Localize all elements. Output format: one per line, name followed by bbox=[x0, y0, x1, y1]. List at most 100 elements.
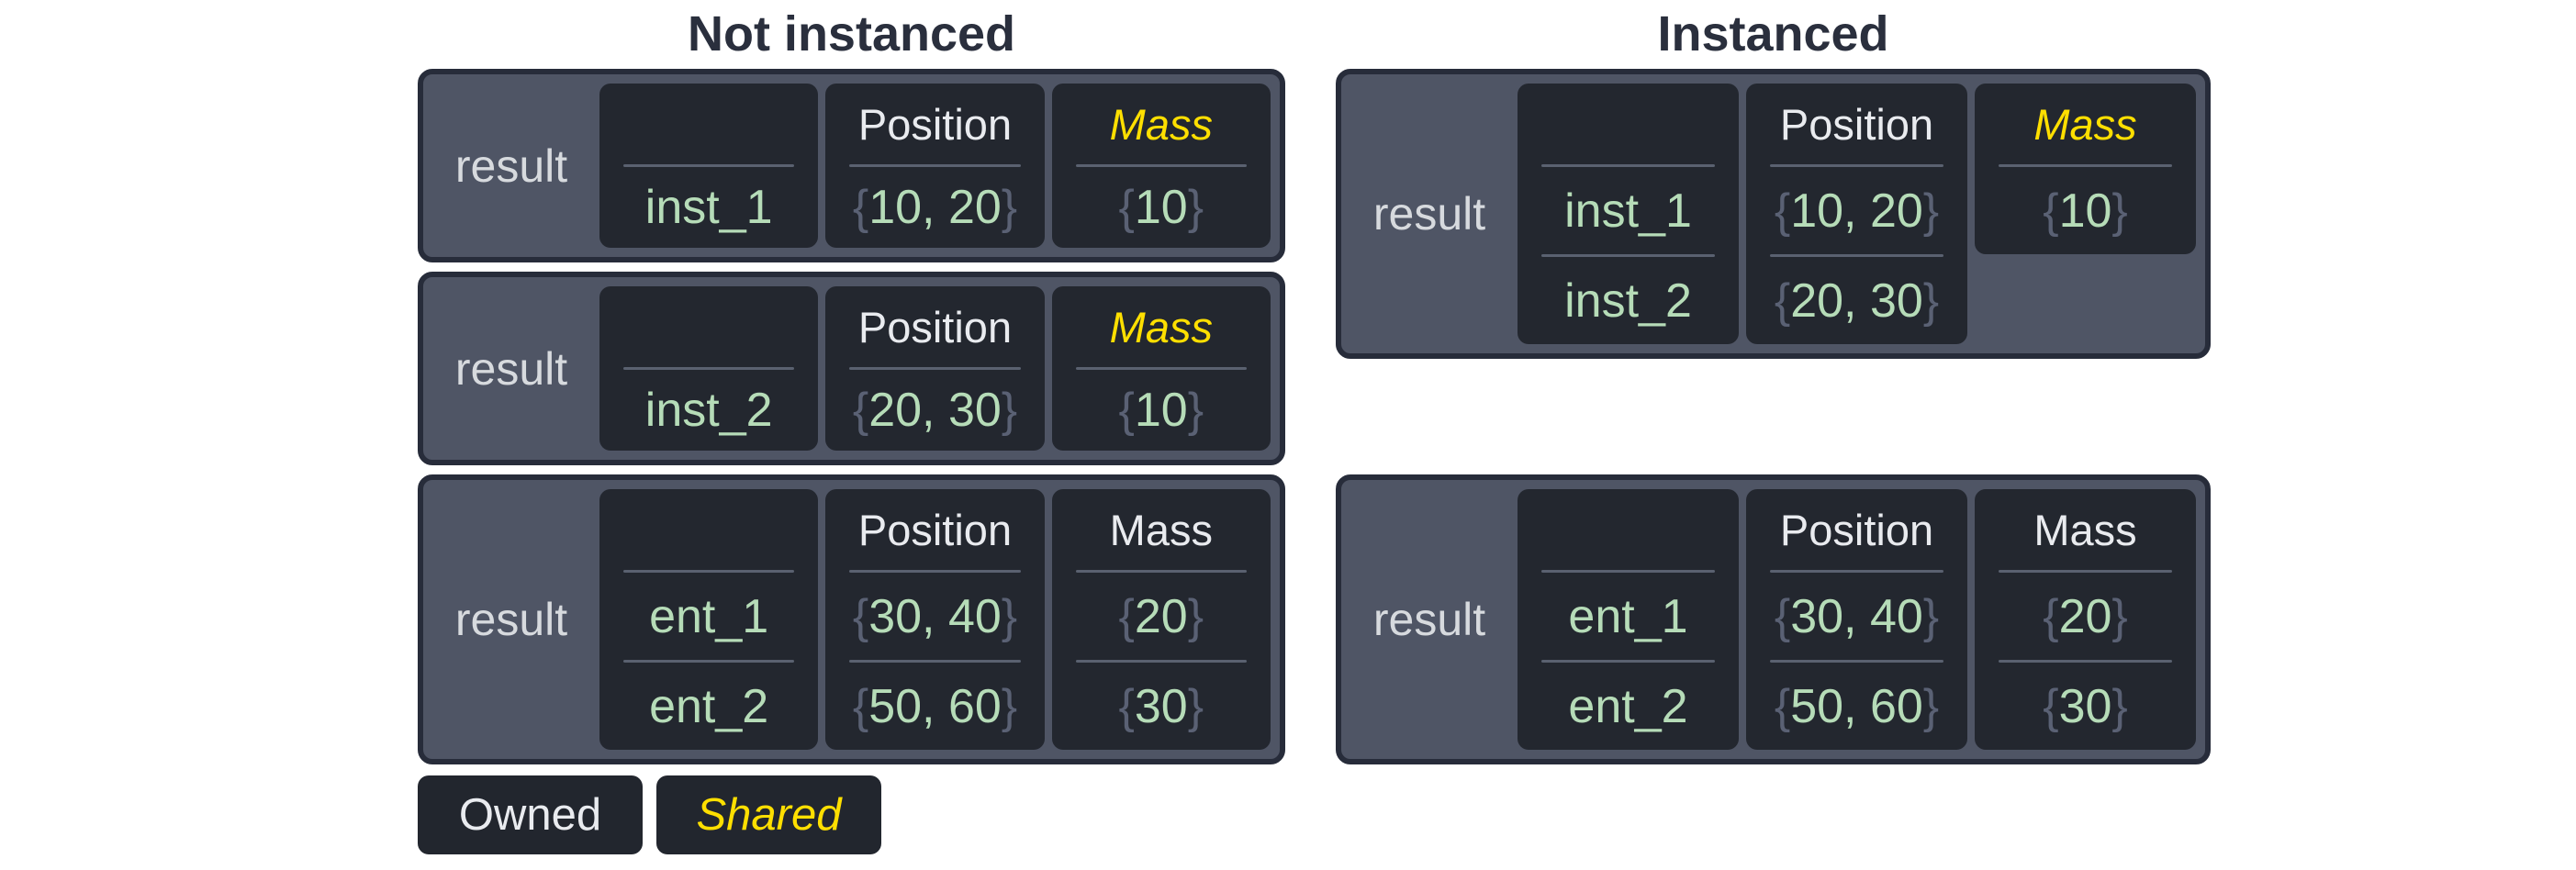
row-divider bbox=[1541, 254, 1715, 257]
legend-owned-label: Owned bbox=[458, 790, 602, 840]
value-text: 10 bbox=[1134, 181, 1188, 234]
entity-name: inst_1 bbox=[1518, 167, 1739, 254]
value-text: 30, 40 bbox=[868, 589, 1002, 643]
header-divider bbox=[1075, 164, 1247, 167]
open-brace: { bbox=[1774, 679, 1791, 733]
open-brace: { bbox=[2043, 679, 2059, 733]
entity-name-text: ent_2 bbox=[649, 679, 769, 733]
open-brace: { bbox=[1118, 589, 1135, 643]
entity-name-text: inst_1 bbox=[644, 181, 773, 234]
row-divider bbox=[1999, 660, 2172, 663]
entity-name-column: inst_1 bbox=[599, 84, 819, 248]
mass-value: {20} bbox=[1052, 573, 1271, 660]
position-column: Position {30, 40} {50, 60} bbox=[825, 489, 1045, 750]
value-text: 50, 60 bbox=[1790, 679, 1923, 733]
entity-name-text: inst_2 bbox=[1564, 273, 1692, 328]
position-value: {20, 30} bbox=[825, 370, 1044, 451]
position-value: {50, 60} bbox=[1746, 663, 1967, 750]
mass-column: Mass {20} {30} bbox=[1975, 489, 2196, 750]
header-divider bbox=[1770, 570, 1943, 573]
close-brace: } bbox=[1922, 679, 1940, 733]
column-header-blank bbox=[1518, 489, 1739, 570]
open-brace: { bbox=[1774, 589, 1791, 643]
close-brace: } bbox=[1001, 679, 1018, 733]
entity-name-text: inst_2 bbox=[644, 384, 773, 437]
mass-value: {10} bbox=[1975, 167, 2196, 254]
close-brace: } bbox=[1187, 589, 1204, 643]
entity-name-column: inst_2 bbox=[599, 286, 819, 451]
open-brace: { bbox=[1774, 273, 1791, 328]
position-header: Position bbox=[857, 505, 1013, 554]
header-divider bbox=[623, 164, 795, 167]
result-table-instanced: result inst_1 inst_2 Position {10, 20} {… bbox=[1336, 69, 2211, 359]
entity-name: ent_2 bbox=[599, 663, 818, 750]
value-text: 10 bbox=[2058, 184, 2112, 238]
value-text: 10, 20 bbox=[868, 181, 1002, 234]
header-divider bbox=[623, 367, 795, 370]
open-brace: { bbox=[2043, 589, 2059, 643]
position-header: Position bbox=[857, 302, 1013, 351]
mass-value: {30} bbox=[1052, 663, 1271, 750]
open-brace: { bbox=[852, 679, 869, 733]
entity-name: inst_1 bbox=[599, 167, 818, 248]
value-text: 10, 20 bbox=[1790, 184, 1923, 238]
position-column: Position {10, 20} {20, 30} bbox=[1746, 84, 1967, 344]
value-text: 50, 60 bbox=[868, 679, 1002, 733]
position-header: Position bbox=[1779, 99, 1934, 149]
position-value: {20, 30} bbox=[1746, 257, 1967, 344]
close-brace: } bbox=[1187, 181, 1204, 234]
value-text: 20, 30 bbox=[868, 384, 1002, 437]
mass-column-shared-single: Mass {10} bbox=[1975, 84, 2196, 254]
open-brace: { bbox=[1118, 181, 1135, 234]
header-divider bbox=[1541, 570, 1715, 573]
header-divider bbox=[849, 570, 1021, 573]
close-brace: } bbox=[2111, 184, 2128, 238]
close-brace: } bbox=[2111, 589, 2128, 643]
mass-header: Mass bbox=[1109, 505, 1213, 554]
open-brace: { bbox=[2043, 184, 2059, 238]
header-divider bbox=[623, 570, 795, 573]
position-column: Position {20, 30} bbox=[825, 286, 1045, 451]
row-divider bbox=[1770, 660, 1943, 663]
entity-name: ent_1 bbox=[599, 573, 818, 660]
value-text: 20 bbox=[2058, 589, 2112, 643]
mass-column: Mass {10} bbox=[1051, 84, 1271, 248]
row-divider bbox=[623, 660, 795, 663]
position-value: {30, 40} bbox=[1746, 573, 1967, 660]
legend-shared-label: Shared bbox=[696, 790, 842, 840]
mass-value: {30} bbox=[1975, 663, 2196, 750]
column-header-blank bbox=[599, 489, 818, 570]
result-table-inst2: result inst_2 Position {20, 30} Mass {10… bbox=[418, 272, 1285, 465]
header-divider bbox=[849, 367, 1021, 370]
component-cells: inst_1 inst_2 Position {10, 20} {20, 30}… bbox=[1518, 84, 2196, 344]
mass-header-shared: Mass bbox=[1109, 302, 1213, 351]
position-column: Position {30, 40} {50, 60} bbox=[1746, 489, 1967, 750]
entity-name-text: ent_1 bbox=[1568, 589, 1688, 643]
component-cells: ent_1 ent_2 Position {30, 40} {50, 60} M… bbox=[1518, 489, 2196, 750]
legend: Owned Shared bbox=[418, 775, 1285, 854]
row-divider bbox=[1075, 660, 1247, 663]
value-text: 10 bbox=[1134, 384, 1188, 437]
mass-column: Mass {10} bbox=[1051, 286, 1271, 451]
entity-name-text: inst_1 bbox=[1564, 184, 1692, 238]
value-text: 20, 30 bbox=[1790, 273, 1923, 328]
column-header-blank bbox=[1518, 84, 1739, 164]
entity-name: ent_2 bbox=[1518, 663, 1739, 750]
close-brace: } bbox=[2111, 679, 2128, 733]
column-header-blank bbox=[599, 84, 818, 164]
legend-shared: Shared bbox=[656, 775, 881, 854]
entity-name-text: ent_2 bbox=[1568, 679, 1688, 733]
open-brace: { bbox=[852, 589, 869, 643]
result-label: result bbox=[1372, 594, 1486, 645]
instanced-section: Instanced result inst_1 inst_2 Position … bbox=[1336, 9, 2211, 774]
result-table-entities-instanced: result ent_1 ent_2 Position {30, 40} {50… bbox=[1336, 474, 2211, 764]
column-header-blank bbox=[599, 286, 818, 367]
header-divider bbox=[1770, 164, 1943, 167]
mass-value: {20} bbox=[1975, 573, 2196, 660]
close-brace: } bbox=[1187, 384, 1204, 437]
position-value: {50, 60} bbox=[825, 663, 1044, 750]
open-brace: { bbox=[1118, 679, 1135, 733]
entity-name-text: ent_1 bbox=[649, 589, 769, 643]
close-brace: } bbox=[1922, 273, 1940, 328]
position-column: Position {10, 20} bbox=[825, 84, 1045, 248]
